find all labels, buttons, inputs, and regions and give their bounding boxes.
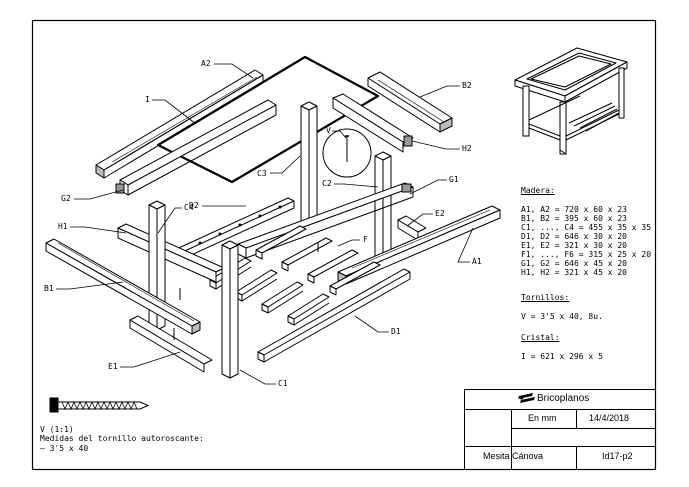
label-g2: G2 — [61, 194, 71, 203]
part-c2 — [374, 151, 392, 269]
sheet-border — [31, 19, 657, 471]
slats-f — [209, 225, 381, 326]
part-h1 — [117, 223, 225, 283]
madera-line-2: B1, B2 = 395 x 60 x 23 — [521, 214, 627, 223]
brand-name: Bricoplanos — [537, 393, 590, 404]
madera-line-4: D1, D2 = 646 x 30 x 20 — [521, 232, 627, 241]
part-g1 — [237, 182, 414, 259]
madera-line-5: E1, E2 = 321 x 30 x 20 — [521, 241, 627, 250]
label-c4: C4 — [184, 203, 194, 212]
cristal-line: I = 621 x 296 x 5 — [521, 352, 603, 361]
screw-note-title: Medidas del tornillo autoroscante: — [40, 434, 204, 443]
label-c1: C1 — [278, 379, 288, 388]
label-a1: A1 — [472, 257, 482, 266]
screw-note-size: – 3'5 x 40 — [40, 444, 89, 453]
glass-panel-i — [156, 55, 380, 184]
madera-line-6: F1, ..., F6 = 315 x 25 x 20 — [521, 250, 652, 259]
part-b1 — [45, 238, 201, 335]
tornillos-header: Tornillos: — [521, 293, 570, 302]
units-cell: En mm — [528, 413, 557, 423]
brand-logo-icon — [518, 393, 535, 403]
part-a2 — [95, 69, 264, 179]
madera-header: Madera: — [521, 186, 555, 195]
label-e2: E2 — [435, 209, 445, 218]
screw-side-view — [49, 397, 150, 413]
exploded-assembly — [45, 55, 501, 379]
label-h1: H1 — [58, 222, 68, 231]
part-d1 — [257, 268, 411, 363]
screw-detail-circle — [322, 128, 372, 178]
cristal-header: Cristal: — [521, 333, 560, 342]
madera-line-1: A1, A2 = 720 x 60 x 23 — [521, 205, 627, 214]
label-h2: H2 — [462, 144, 472, 153]
madera-line-7: G1, G2 = 646 x 45 x 20 — [521, 259, 627, 268]
label-c2: C2 — [322, 179, 332, 188]
madera-line-8: H1, H2 = 321 x 45 x 20 — [521, 268, 627, 277]
leader-lines — [56, 63, 474, 385]
madera-line-3: C1, ..., C4 = 455 x 35 x 35 — [521, 223, 652, 232]
part-h2 — [332, 93, 414, 153]
screws-v — [173, 243, 319, 340]
part-b2 — [367, 71, 453, 133]
label-b2: B2 — [462, 81, 472, 90]
tornillos-line: V = 3'5 x 40, 8u. — [521, 312, 603, 321]
label-d1: D1 — [391, 327, 401, 336]
drawing-name: Mesita Cánova — [483, 451, 544, 461]
assembled-perspective — [514, 47, 628, 155]
screw-note-scale: V (1:1) — [40, 425, 74, 434]
label-c3: C3 — [257, 169, 267, 178]
label-g1: G1 — [449, 175, 459, 184]
part-c3 — [300, 101, 318, 226]
label-a2: A2 — [201, 59, 211, 68]
label-v: V — [326, 126, 331, 135]
label-e1: E1 — [108, 362, 118, 371]
label-d2: D2 — [189, 201, 199, 210]
part-e1 — [129, 315, 213, 373]
part-g2 — [115, 99, 277, 196]
date-cell: 14/4/2018 — [589, 413, 630, 423]
title-block-grid — [464, 389, 656, 470]
part-c1 — [221, 240, 239, 379]
label-f: F — [363, 235, 368, 244]
label-i: I — [145, 95, 150, 104]
label-b1: B1 — [44, 284, 54, 293]
drawing-code: Id17-p2 — [602, 451, 633, 461]
